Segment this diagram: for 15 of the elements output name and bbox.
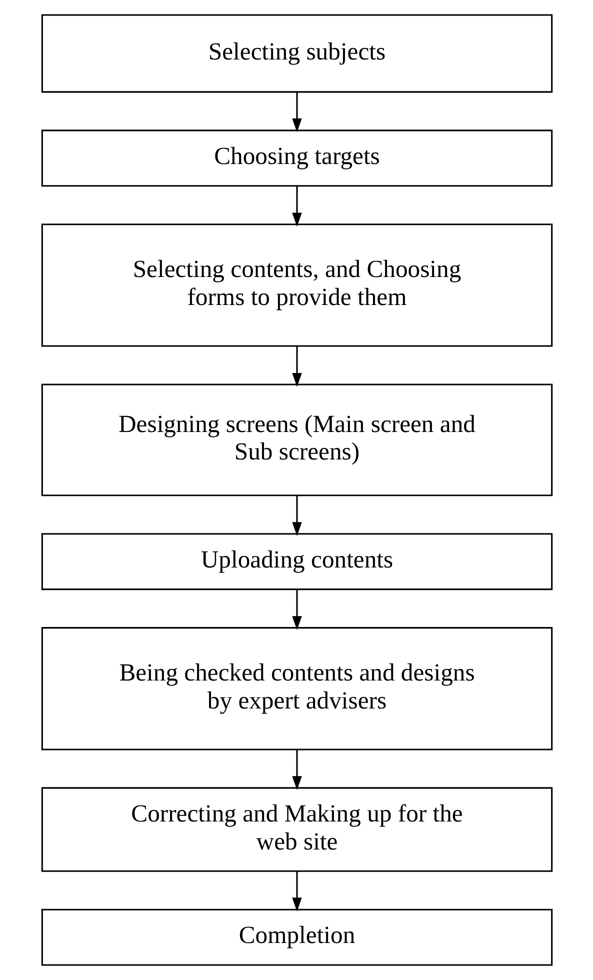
node-box: Uploading contents — [40, 533, 552, 590]
arrow — [292, 186, 302, 227]
arrow — [292, 92, 302, 132]
node-box: Designing screens (Main screen and Sub screens) — [40, 384, 552, 496]
node-box: Being checked contents and designs by expert advisers — [40, 627, 552, 750]
node-box: Correcting and Making up for the web site — [40, 787, 552, 872]
arrow — [292, 346, 302, 387]
node-box: Choosing targets — [40, 130, 552, 187]
arrow — [292, 871, 302, 912]
arrow — [292, 750, 302, 790]
arrow — [292, 589, 302, 630]
node-box: Selecting subjects — [40, 14, 552, 93]
node-box: Selecting contents, and Choosing forms to provide them — [40, 224, 552, 347]
node-box: Completion — [40, 908, 552, 966]
arrow — [292, 496, 302, 536]
